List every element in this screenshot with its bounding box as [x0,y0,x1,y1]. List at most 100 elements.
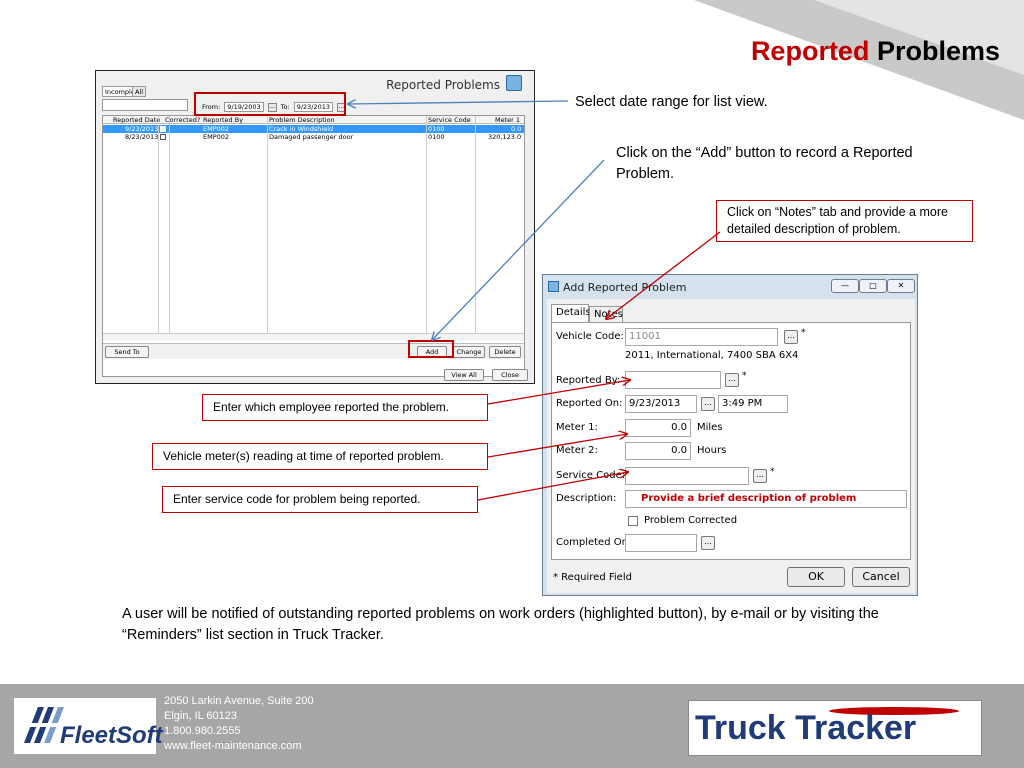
fleetsoft-logo-text: FleetSoft [60,722,163,749]
col-problem-description[interactable]: Problem Description [269,116,335,124]
ok-button[interactable]: OK [787,567,845,587]
date-range-note: Select date range for list view. [575,94,768,110]
vehicle-code-label: Vehicle Code: [556,331,624,342]
add-button-note: Click on the “Add” button to record a Re… [616,145,913,182]
problem-corrected-checkbox[interactable] [628,516,638,526]
footer: FleetSoft 2050 Larkin Avenue, Suite 200 … [0,684,1024,768]
reported-problems-list-window: Incomplete All Reported Problems From: 9… [95,70,535,384]
meter2-label: Meter 2: [556,445,598,456]
dialog-body: Details Notes Vehicle Code: 11001 ... * … [547,299,915,593]
vehicle-description: 2011, International, 7400 SBA 6X4 [625,350,799,361]
meter2-field[interactable]: 0.0 [625,442,691,460]
to-label: To: [280,103,290,111]
meter1-label: Meter 1: [556,422,598,433]
tab-all[interactable]: All [132,86,147,97]
arrow-meter [487,434,627,458]
col-corrected[interactable]: Corrected? [165,116,201,124]
maximize-button[interactable]: □ [859,279,887,293]
meter-callout: Vehicle meter(s) reading at time of repo… [152,443,488,470]
employee-callout: Enter which employee reported the proble… [202,394,488,421]
meter1-unit: Miles [697,422,723,433]
details-panel: Vehicle Code: 11001 ... * 2011, Internat… [551,322,911,560]
problem-corrected-label: Problem Corrected [644,515,738,526]
completed-on-field[interactable] [625,534,697,552]
truck-tracker-logo-text: Truck Tracker [695,709,917,747]
corrected-checkbox[interactable] [160,126,166,132]
reported-problems-icon [506,75,522,91]
table-row[interactable]: 8/23/2013 EMP002 Damaged passenger door … [125,133,522,141]
view-all-button[interactable]: View All [444,369,484,381]
description-field[interactable]: Provide a brief description of problem [625,490,907,508]
col-meter-1[interactable]: Meter 1 [495,116,521,124]
logo-swoosh [829,707,959,715]
service-code-label: Service Code: [556,470,626,481]
footer-address: 2050 Larkin Avenue, Suite 200 Elgin, IL … [164,695,314,752]
grid-divider [158,116,159,341]
arrow-date-range [348,101,569,104]
reported-on-date-button[interactable]: ... [701,397,715,411]
add-reported-problem-dialog: Add Reported Problem — □ ✕ Details Notes… [542,274,918,596]
from-label: From: [202,103,221,111]
grid-divider [426,116,427,341]
table-row[interactable]: 9/23/2013 EMP002 Crack in Windshield 010… [103,125,524,133]
date-range-highlight [194,92,346,116]
grid-divider [475,116,476,341]
corrected-checkbox[interactable] [160,134,166,140]
slide-title: Reported Problems [750,36,1000,66]
to-date-field[interactable]: 9/23/2013 [293,102,334,112]
delete-button[interactable]: Delete [489,346,521,358]
col-reported-by[interactable]: Reported By [203,116,244,124]
dialog-app-icon [548,281,559,292]
reported-on-date-field[interactable]: 9/23/2013 [625,395,697,413]
meter2-unit: Hours [697,445,727,456]
search-input[interactable] [102,99,188,111]
service-code-lookup-button[interactable]: ... [753,469,767,483]
completed-on-date-button[interactable]: ... [701,536,715,550]
notes-tab-callout: Click on “Notes” tab and provide a more … [716,200,973,242]
add-button[interactable]: Add [417,346,447,358]
col-reported-date[interactable]: Reported Date [113,116,161,124]
truck-tracker-logo: Truck Tracker [688,700,982,756]
reported-by-lookup-button[interactable]: ... [725,373,739,387]
vehicle-code-lookup-button[interactable]: ... [784,330,798,344]
fleetsoft-logo: FleetSoft [14,698,163,754]
reported-on-label: Reported On: [556,398,623,409]
horizontal-scrollbar[interactable] [103,333,524,341]
close-button[interactable]: Close [492,369,528,381]
from-date-button[interactable]: ... [267,102,277,112]
reported-by-label: Reported By: [556,375,621,386]
dialog-title: Add Reported Problem [563,281,687,294]
problems-grid: Reported Date Corrected? Reported By Pro… [102,115,525,377]
date-range: From: 9/19/2003 ... To: 9/23/2013 ... [199,99,439,115]
completed-on-label: Completed On: [556,537,632,548]
required-field-note: * Required Field [553,572,632,583]
reported-on-time-field[interactable]: 3:49 PM [718,395,788,413]
arrow-reported-by [487,380,630,405]
minimize-button[interactable]: — [831,279,859,293]
vehicle-code-field[interactable]: 11001 [625,328,778,346]
arrow-service-code [477,472,628,501]
grid-divider [267,116,268,341]
corner-decoration-light [814,0,1024,75]
service-code-callout: Enter service code for problem being rep… [162,486,478,513]
meter1-field[interactable]: 0.0 [625,419,691,437]
list-button-bar: Send To Add Change Delete [103,343,524,359]
bottom-note: A user will be notified of outstanding r… [122,606,879,643]
change-button[interactable]: Change [453,346,485,358]
fleetsoft-mark-icon [22,707,70,743]
grid-divider [169,116,170,341]
from-date-field[interactable]: 9/19/2003 [224,102,264,112]
footer-website-link[interactable]: www.fleet-maintenance.com [164,740,302,752]
col-service-code[interactable]: Service Code [428,116,471,124]
description-label: Description: [556,493,617,504]
grid-header: Reported Date Corrected? Reported By Pro… [103,116,524,124]
tab-details[interactable]: Details [551,304,591,323]
send-to-button[interactable]: Send To [105,346,149,358]
close-icon[interactable]: ✕ [887,279,915,293]
arrow-add-button [432,159,605,340]
list-window-title: Reported Problems [386,78,500,92]
cancel-button[interactable]: Cancel [852,567,910,587]
arrow-notes-tab [606,231,721,319]
